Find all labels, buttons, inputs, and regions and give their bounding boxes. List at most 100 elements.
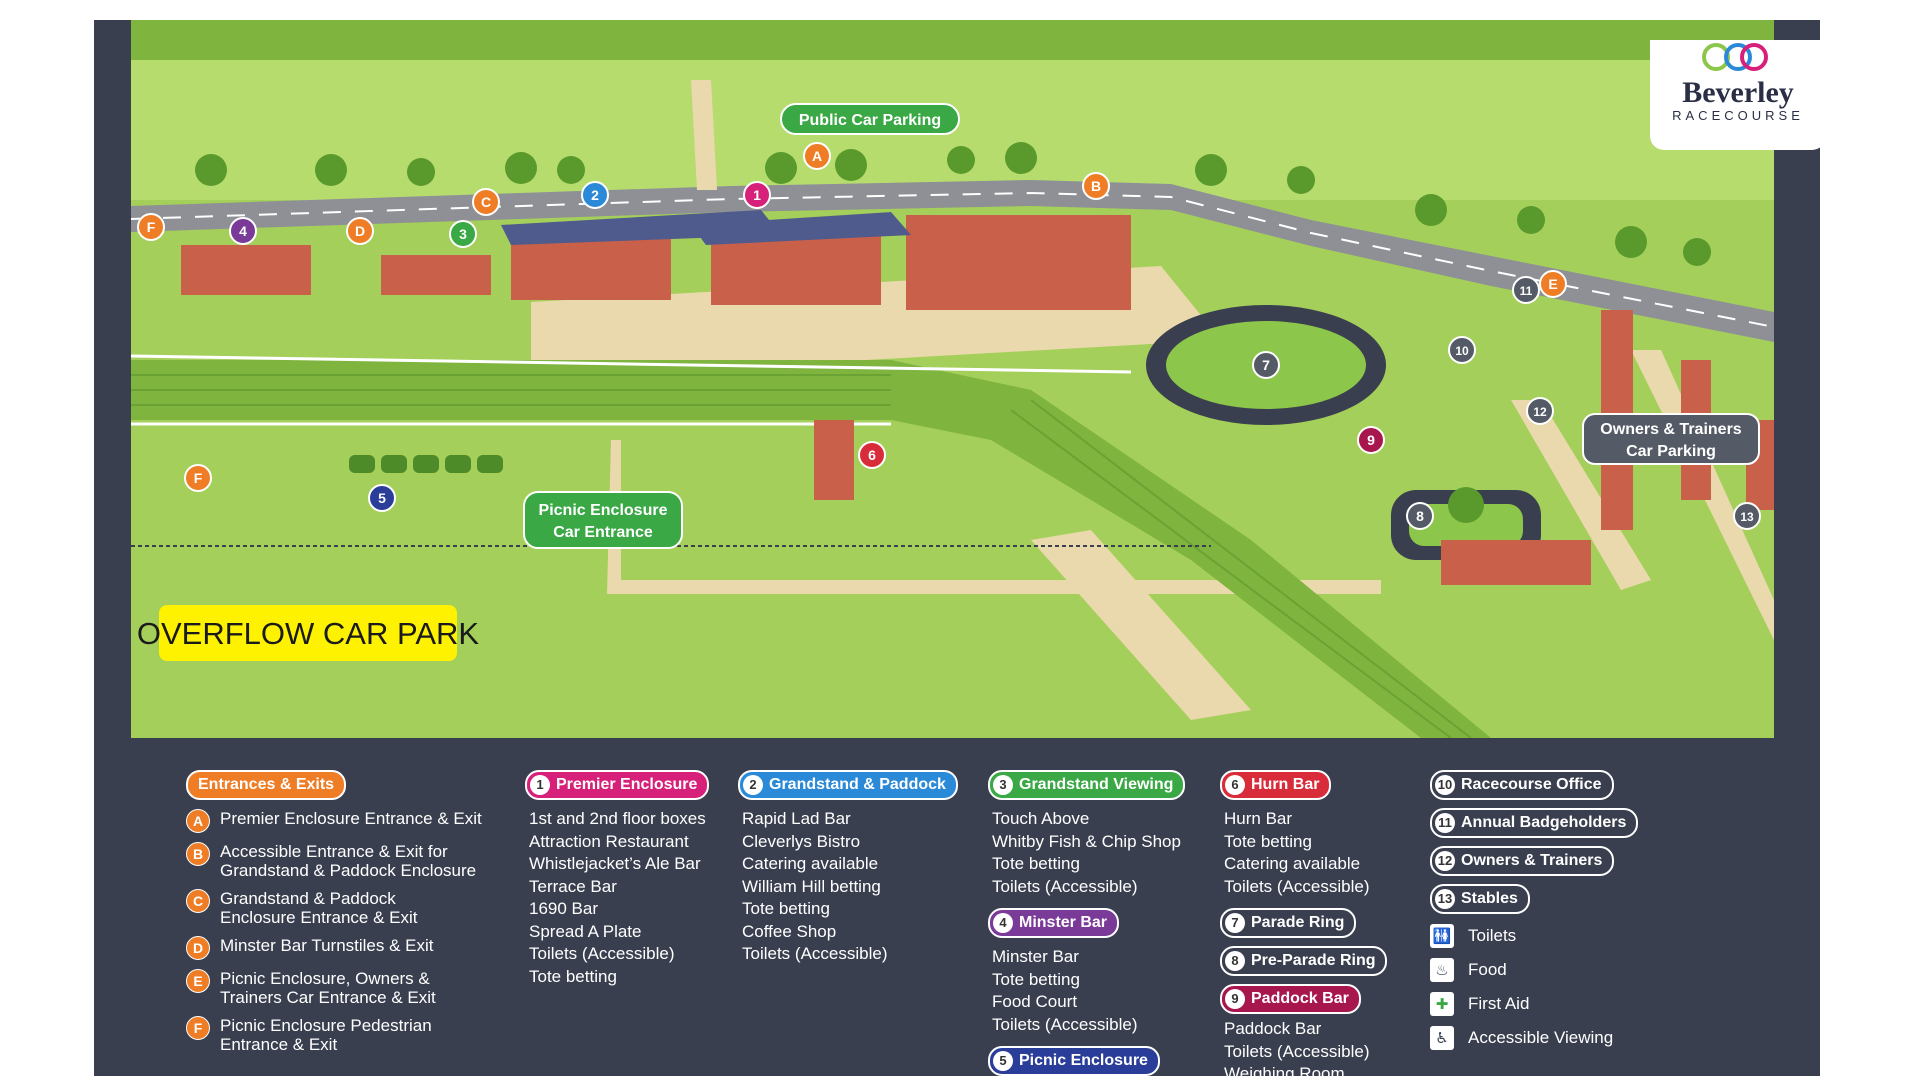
- paddock-item: Paddock Bar: [1224, 1019, 1322, 1038]
- map-marker-label: 13: [1740, 510, 1754, 524]
- map-marker[interactable]: F: [137, 213, 165, 241]
- entrances-pill: Entrances & Exits: [186, 770, 347, 800]
- owners-parking-label-1: Owners & Trainers: [1600, 421, 1741, 438]
- map-marker[interactable]: 1: [743, 181, 771, 209]
- hurn-item: Tote betting: [1224, 831, 1312, 851]
- premier-item: Attraction Restaurant: [529, 831, 689, 851]
- paddock-item: Toilets (Accessible): [1224, 1041, 1370, 1061]
- premier-item: 1st and 2nd floor boxes: [529, 809, 706, 828]
- map-marker[interactable]: 4: [229, 217, 257, 245]
- premier-item: Whistlejacket’s Ale Bar: [529, 854, 701, 873]
- racecourse-map[interactable]: OVERFLOW CAR PARK Public Car Parking Pic…: [131, 20, 1774, 738]
- paddock-item: Weighing Room: [1224, 1064, 1345, 1083]
- map-marker[interactable]: F: [184, 464, 212, 492]
- icon-key-label: Food: [1468, 960, 1507, 979]
- map-marker-label: 10: [1455, 344, 1469, 358]
- icon-key-item: ♨ Food: [1430, 958, 1660, 982]
- map-marker[interactable]: 13: [1733, 502, 1761, 530]
- map-marker-label: A: [812, 148, 822, 164]
- map-marker-label: C: [481, 194, 491, 210]
- map-marker-label: 4: [239, 223, 247, 239]
- hurn-item: Catering available: [1224, 854, 1361, 873]
- owners-parking-label-2: Car Parking: [1626, 443, 1716, 460]
- entrance-badge: A: [186, 809, 210, 833]
- minster-item: Minster Bar: [992, 947, 1079, 966]
- map-marker-label: D: [355, 223, 365, 239]
- map-frame: OVERFLOW CAR PARK Public Car Parking Pic…: [94, 20, 1826, 1076]
- icon-key-item: ✚ First Aid: [1430, 992, 1660, 1016]
- map-marker[interactable]: 12: [1526, 397, 1554, 425]
- map-marker-label: 7: [1262, 357, 1270, 373]
- map-marker[interactable]: B: [1082, 172, 1110, 200]
- viewing-item: Touch Above: [992, 809, 1090, 828]
- map-marker-label: E: [1548, 276, 1557, 292]
- entrance-text: Minster Bar Turnstiles & Exit: [220, 936, 434, 955]
- premier-item: Spread A Plate: [529, 921, 642, 941]
- viewing-item: Tote betting: [992, 854, 1080, 873]
- premier-item: Terrace Bar: [529, 876, 617, 896]
- icon-key-label: First Aid: [1468, 994, 1530, 1013]
- entrance-badge: F: [186, 1016, 210, 1040]
- map-marker-label: 8: [1416, 508, 1424, 524]
- map-marker[interactable]: 10: [1448, 336, 1476, 364]
- map-marker[interactable]: 7: [1252, 351, 1280, 379]
- map-marker[interactable]: 5: [368, 484, 396, 512]
- logo-subtitle: RACECOURSE: [1672, 108, 1804, 123]
- picnic-entrance-label-1: Picnic Enclosure: [539, 502, 668, 519]
- map-marker-label: F: [147, 219, 156, 235]
- entrance-badge: B: [186, 842, 210, 866]
- map-marker[interactable]: D: [346, 217, 374, 245]
- picnic-entrance-label-2: Car Entrance: [553, 524, 653, 541]
- map-marker[interactable]: C: [472, 188, 500, 216]
- map-marker-label: 6: [868, 447, 876, 463]
- entrance-badge: E: [186, 969, 210, 993]
- map-marker-label: 9: [1367, 432, 1375, 448]
- map-marker-label: 2: [591, 187, 599, 203]
- map-marker-label: 12: [1533, 405, 1547, 419]
- map-marker[interactable]: 9: [1357, 426, 1385, 454]
- hurn-item: Toilets (Accessible): [1224, 876, 1370, 896]
- map-marker[interactable]: 2: [581, 181, 609, 209]
- minster-item: Toilets (Accessible): [992, 1014, 1138, 1034]
- map-illustration: OVERFLOW CAR PARK Public Car Parking Pic…: [131, 20, 1774, 738]
- entrance-text: Picnic Enclosure, Owners &Trainers Car E…: [220, 969, 436, 1007]
- premier-item: 1690 Bar: [529, 899, 598, 918]
- viewing-item: Whitby Fish & Chip Shop: [992, 831, 1181, 851]
- map-marker[interactable]: 6: [858, 441, 886, 469]
- food-icon: ♨: [1430, 958, 1454, 982]
- accessible-icon: ♿: [1430, 1026, 1454, 1050]
- first-aid-icon: ✚: [1430, 992, 1454, 1016]
- map-marker[interactable]: E: [1539, 270, 1567, 298]
- map-marker[interactable]: A: [803, 142, 831, 170]
- toilets-icon: 🚻: [1430, 924, 1454, 948]
- map-marker[interactable]: 3: [449, 220, 477, 248]
- map-marker[interactable]: 11: [1512, 276, 1540, 304]
- entrance-item: E Picnic Enclosure, Owners &Trainers Car …: [186, 969, 516, 1007]
- map-marker[interactable]: 8: [1406, 502, 1434, 530]
- map-marker-label: 5: [378, 490, 386, 506]
- entrance-badge: D: [186, 936, 210, 960]
- map-marker-label: F: [194, 470, 203, 486]
